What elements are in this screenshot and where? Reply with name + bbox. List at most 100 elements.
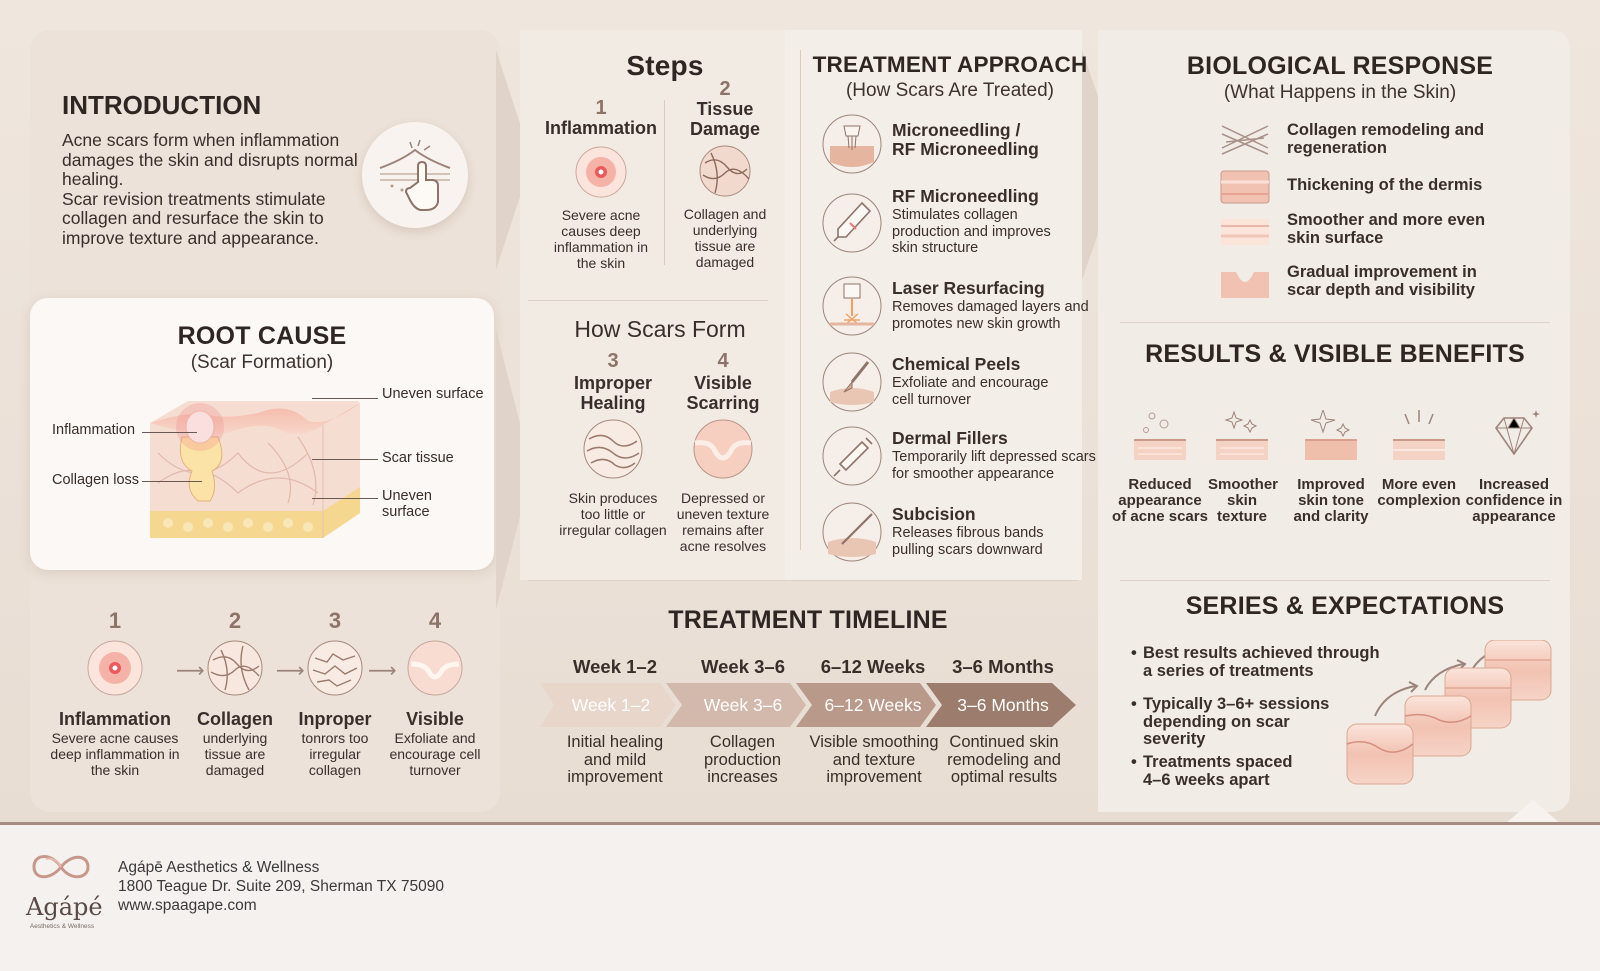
dermis-layer-icon: [1220, 170, 1270, 204]
irregular-collagen-icon: [307, 640, 363, 696]
pointer-line: [142, 432, 197, 433]
step-title: Tissue Damage: [689, 99, 761, 139]
treatment-item-subcision[interactable]: Subcision Releases fibrous bands pulling…: [822, 502, 1092, 566]
steps-panel: [520, 30, 785, 580]
treatment-item-title: RF Microneedling: [892, 186, 1039, 206]
business-url[interactable]: www.spaagape.com: [118, 897, 257, 914]
how-scars-item-3: 3 Improper Healing Skin produces too lit…: [558, 350, 668, 538]
treatment-item-desc: Temporarily lift depressed scars for smo…: [892, 449, 1096, 482]
bottom-steps: 1 Inflammation Severe acne causes deep i…: [40, 608, 500, 798]
results-label: Increased confidence in appearance: [1465, 476, 1563, 525]
treatment-title: TREATMENT APPROACH: [812, 52, 1088, 77]
how-scars-item-4: 4 Visible Scarring Depressed or uneven t…: [668, 350, 778, 554]
results-item: Improved skin tone and clarity: [1284, 408, 1378, 525]
laser-icon: [822, 276, 882, 336]
arrow-icon: ⟶: [176, 660, 205, 682]
bottom-step-3: 3 Inproper tonrors too irregular collage…: [280, 608, 390, 778]
series-text-bold: 4–6 weeks apart: [1143, 770, 1270, 789]
arrow-icon: ⟶: [276, 660, 305, 682]
even-complexion-icon: [1393, 410, 1445, 460]
results-title: RESULTS & VISIBLE BENEFITS: [1145, 340, 1525, 368]
bottom-step-1: 1 Inflammation Severe acne causes deep i…: [40, 608, 190, 778]
timeline-head: 6–12 Weeks: [820, 656, 926, 677]
rf-pen-icon: [822, 193, 882, 253]
steps-title: Steps: [626, 50, 704, 81]
treatment-item-chemical-peels[interactable]: Chemical Peels Exfoliate and encourage c…: [822, 352, 1092, 416]
bottom-step-2: 2 Collagen underlying tissue are damaged: [180, 608, 290, 778]
step-number: 3: [328, 608, 342, 633]
inflammation-icon: [87, 640, 143, 696]
bullet-icon: •: [1131, 753, 1137, 771]
timeline-head: Week 1–2: [573, 656, 657, 677]
bio-title: BIOLOGICAL RESPONSE: [1186, 52, 1494, 80]
step-title: Collagen: [196, 709, 273, 729]
treatment-item-microneedling[interactable]: Microneedling / RF Microneedling: [822, 114, 1092, 178]
series-item: • Treatments spaced 4–6 weeks apart: [1131, 753, 1353, 789]
results-item: Increased confidence in appearance: [1462, 410, 1566, 525]
intro-text-2: Scar revision treatments stimulate colla…: [62, 188, 326, 248]
skin-progress-illustration: [1346, 640, 1552, 785]
treatment-item-title: Subcision: [892, 504, 976, 524]
series-text: Best results achieved through a series o…: [1143, 644, 1380, 680]
bullet-icon: •: [1131, 644, 1137, 662]
series-text: Typically 3–6+ sessions depending on sca…: [1143, 695, 1330, 748]
irregular-collagen-icon: [583, 419, 643, 479]
reduced-scars-icon: [1134, 412, 1186, 460]
step-desc: Severe acne causes deep inflammation in …: [50, 730, 180, 778]
series-item: • Best results achieved through a series…: [1131, 644, 1383, 680]
timeline-arrow-label: Week 3–6: [703, 695, 783, 715]
step-desc: tonrors too irregular collagen: [301, 730, 369, 778]
label-inflammation: Inflammation: [52, 422, 136, 438]
treatment-item-desc: Exfoliate and encourage cell turnover: [892, 375, 1049, 408]
step-title: Visible: [406, 709, 464, 729]
skin-cross-section-illustration: [150, 401, 360, 538]
collagen-damage-icon: [207, 640, 263, 696]
collagen-fibers-icon: [1221, 125, 1269, 155]
footer: Agápé Aesthetics & Wellness Agápē Aesthe…: [0, 825, 1600, 971]
step-number: 4: [717, 350, 729, 372]
step-number: 2: [719, 78, 731, 100]
divider: [528, 300, 768, 301]
step-title: Improper Healing: [573, 373, 652, 413]
results-label: More even complexion: [1377, 476, 1461, 509]
series-title: SERIES & EXPECTATIONS: [1185, 592, 1505, 620]
step-desc: underlying tissue are damaged: [202, 730, 268, 778]
divider: [1120, 322, 1550, 323]
treatment-item-desc: Stimulates collagen production and impro…: [892, 207, 1051, 256]
depressed-scar-icon: [407, 640, 463, 696]
glow-skin-icon: [1305, 408, 1357, 460]
divider: [1120, 580, 1550, 581]
scar-depth-icon: [1221, 272, 1269, 298]
logo-tagline: Aesthetics & Wellness: [29, 923, 95, 930]
step-number: 1: [595, 97, 607, 119]
bio-item: Thickening of the dermis: [1287, 176, 1483, 194]
pointer-line: [312, 398, 378, 399]
touch-skin-icon: [362, 122, 468, 228]
divider: [528, 580, 1078, 581]
treatment-item-title: Chemical Peels: [892, 354, 1021, 374]
results-item: More even complexion: [1372, 410, 1466, 509]
intro-text-1: Acne scars form when inflammation damage…: [62, 130, 358, 189]
treatment-item-desc: Removes damaged layers and promotes new …: [892, 299, 1089, 332]
treatment-item-rf-microneedling[interactable]: RF Microneedling Stimulates collagen pro…: [822, 186, 1092, 260]
intro-title: INTRODUCTION: [62, 90, 262, 120]
infinity-heart-logo-icon: [32, 855, 90, 879]
infographic: INTRODUCTION Acne scars form when inflam…: [0, 0, 1600, 825]
timeline-head: Week 3–6: [701, 656, 785, 677]
timeline-arrow-label: Week 1–2: [571, 695, 651, 715]
timeline-desc: Visible smoothing and texture improvemen…: [809, 733, 939, 786]
treatment-item-laser[interactable]: Laser Resurfacing Removes damaged layers…: [822, 276, 1092, 340]
business-name: Agápē Aesthetics & Wellness: [118, 859, 320, 876]
root-cause-card: ROOT CAUSE (Scar Formation): [30, 298, 494, 570]
intro-section: INTRODUCTION Acne scars form when inflam…: [62, 90, 362, 260]
bullet-icon: •: [1131, 695, 1137, 713]
needle-icon: [822, 502, 882, 562]
brush-icon: [822, 352, 882, 412]
label-collagen-loss: Collagen loss: [52, 472, 140, 488]
logo-wordmark: Agápé: [26, 893, 103, 921]
timeline-arrow-label: 6–12 Weeks: [824, 695, 922, 715]
smooth-surface-icon: [1221, 219, 1269, 245]
step-desc: Depressed or uneven texture remains afte…: [676, 490, 770, 554]
treatment-item-dermal-fillers[interactable]: Dermal Fillers Temporarily lift depresse…: [822, 426, 1096, 490]
mountain-icon: [1505, 800, 1561, 824]
